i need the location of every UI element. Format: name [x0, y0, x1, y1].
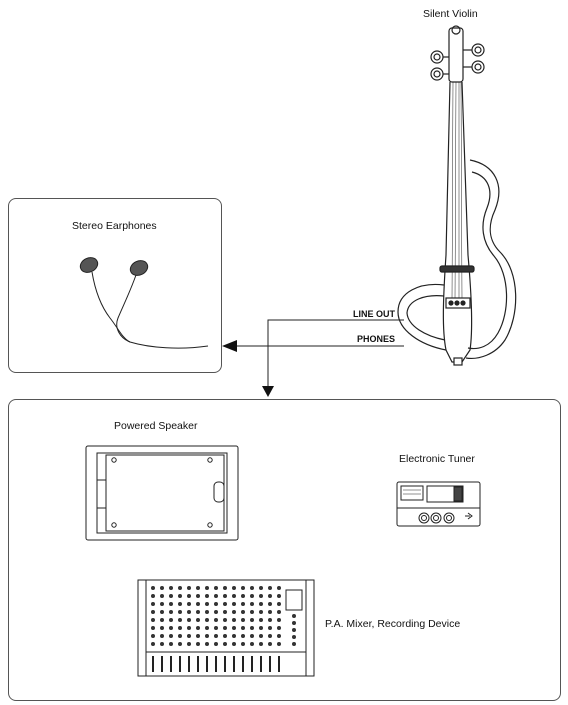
- earphones-box: [8, 198, 222, 373]
- electronic-tuner-illustration: [396, 481, 481, 527]
- violin-title: Silent Violin: [423, 8, 478, 20]
- tuner-label: Electronic Tuner: [399, 453, 475, 465]
- powered-speaker-illustration: [85, 445, 239, 541]
- earphones-illustration: [79, 257, 209, 349]
- mixer-label: P.A. Mixer, Recording Device: [325, 618, 461, 630]
- connection-lines: [236, 319, 404, 388]
- line-out-label: LINE OUT: [353, 309, 395, 319]
- speaker-label: Powered Speaker: [114, 420, 198, 432]
- phones-label: PHONES: [357, 334, 396, 344]
- violin-illustration: [397, 25, 517, 366]
- arrow-left-to-earphones: [222, 340, 237, 352]
- arrow-down-to-devices: [262, 386, 274, 397]
- earphones-label: Stereo Earphones: [72, 220, 157, 232]
- mixer-knob-grid: [151, 586, 296, 672]
